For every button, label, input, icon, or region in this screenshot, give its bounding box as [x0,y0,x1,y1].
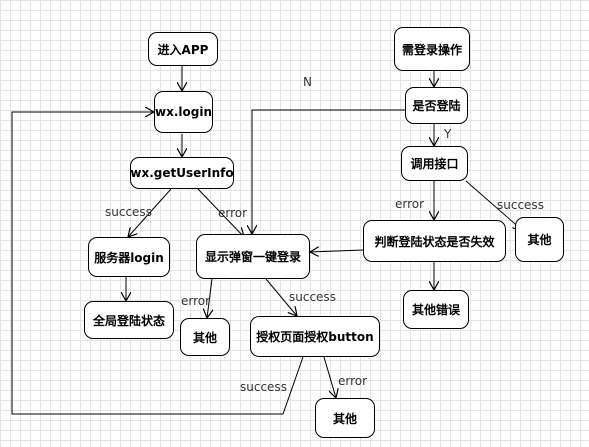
edge-is-to-popup [252,109,405,234]
node-enter-app: 进入APP [148,32,218,66]
edge-label-error-popup: error [181,294,211,308]
edge-label-error-auth: error [338,374,368,388]
edge-auth-loop-to-login [11,112,304,415]
edge-label-success-popup: success [289,290,336,304]
node-need-login-action: 需登录操作 [394,27,470,71]
edge-label-n: N [303,75,312,89]
edge-call-to-other [465,180,522,230]
node-check-login-expired: 判断登陆状态是否失效 [363,220,506,262]
node-other-bottom: 其他 [315,398,375,438]
edge-label-success-auth: success [240,380,287,394]
node-other-left: 其他 [180,318,230,356]
edge-label-error-api: error [395,197,425,211]
edge-check-to-popup [310,250,364,252]
node-call-api: 调用接口 [401,146,468,181]
node-show-popup-login: 显示弹窗一键登录 [196,234,310,279]
node-other-error: 其他错误 [403,290,469,329]
edge-getuserinfo-to-server [128,188,172,237]
edge-getuserinfo-to-popup [197,188,244,237]
node-wx-getuserinfo: wx.getUserInfo [130,157,234,189]
edge-label-error-getuserinfo: error [218,206,248,220]
node-is-logged-in: 是否登陆 [405,87,468,124]
node-auth-page-button: 授权页面授权button [250,316,380,357]
node-global-login-state: 全局登陆状态 [84,301,174,339]
edge-popup-to-auth [265,278,297,316]
node-wx-login: wx.login [154,91,213,133]
edge-label-success-getuserinfo: success [105,205,152,219]
edge-popup-to-other [207,278,212,318]
edge-label-y: Y [444,127,452,141]
node-server-login: 服务器login [88,237,170,277]
edge-label-success-api: success [497,198,544,212]
edge-auth-to-other [323,356,336,398]
node-other-right: 其他 [515,217,564,262]
